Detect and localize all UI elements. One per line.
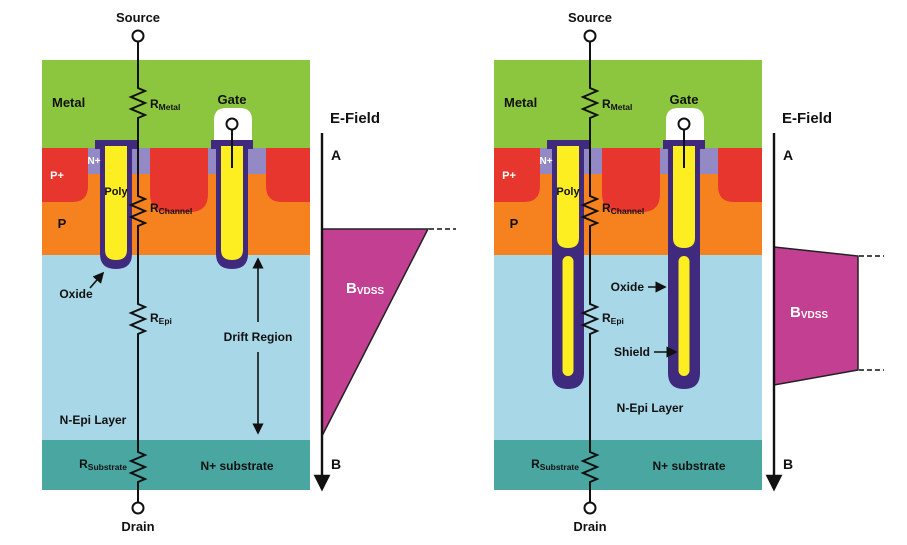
n-epi-label: N-Epi Layer — [60, 413, 127, 427]
r-metal-resistor — [580, 84, 600, 122]
r-channel-resistor — [580, 192, 600, 230]
efield-triangle — [321, 228, 430, 437]
trench-cap-left — [547, 140, 589, 149]
metal-label: Metal — [504, 95, 537, 110]
shield-electrode-left — [562, 256, 574, 376]
right-panel: Source Gate Metal RMetal N+ P+ Poly RCha… — [494, 10, 884, 534]
r-epi-resistor — [580, 300, 600, 338]
trench-cap-left — [95, 140, 137, 149]
p-plus-label: P+ — [50, 170, 64, 182]
r-epi-label: REpi — [602, 311, 624, 326]
r-channel-resistor — [128, 192, 148, 230]
left-panel: Source Gate Metal RMetal N+ P+ Poly RCha… — [42, 10, 456, 534]
drain-label: Drain — [573, 519, 606, 534]
r-epi-label: REpi — [150, 311, 172, 326]
left-device-cross-section: Source Gate Metal RMetal N+ P+ Poly RCha… — [42, 10, 310, 534]
substrate-region — [42, 440, 310, 490]
shield-label: Shield — [614, 345, 650, 359]
drift-region-label: Drift Region — [224, 330, 293, 344]
r-metal-label: RMetal — [602, 97, 632, 112]
n-epi-region — [494, 255, 762, 440]
p-plus-well-left — [494, 148, 540, 202]
p-plus-well-left — [42, 148, 88, 202]
trench-poly-gate — [673, 146, 695, 248]
r-substrate-resistor — [128, 448, 148, 486]
point-b-label: B — [783, 456, 793, 472]
r-metal-label: RMetal — [150, 97, 180, 112]
metal-layer — [494, 60, 762, 148]
n-plus-label: N+ — [539, 156, 552, 167]
gate-label: Gate — [218, 92, 247, 107]
oxide-label: Oxide — [611, 280, 645, 294]
oxide-pointer-arrow — [89, 271, 105, 289]
substrate-label: N+ substrate — [200, 459, 273, 473]
source-label: Source — [568, 10, 612, 25]
bvdss-label: BVDSS — [346, 280, 384, 297]
drain-terminal — [131, 501, 145, 515]
metal-label: Metal — [52, 95, 85, 110]
substrate-region — [494, 440, 762, 490]
substrate-label: N+ substrate — [652, 459, 725, 473]
n-epi-label: N-Epi Layer — [617, 401, 684, 415]
efield-title: E-Field — [782, 110, 832, 127]
oxide-label: Oxide — [59, 287, 93, 301]
p-plus-well-right — [718, 148, 762, 202]
p-plus-well-middle — [150, 148, 208, 212]
p-plus-label: P+ — [502, 170, 516, 182]
source-terminal — [131, 29, 145, 43]
right-device-cross-section: Source Gate Metal RMetal N+ P+ Poly RCha… — [494, 10, 762, 534]
r-substrate-resistor — [580, 448, 600, 486]
efield-title: E-Field — [330, 110, 380, 127]
poly-label: Poly — [104, 186, 128, 198]
point-a-label: A — [783, 147, 793, 163]
p-label: P — [510, 216, 519, 231]
p-plus-well-right — [266, 148, 310, 202]
gate-label: Gate — [670, 92, 699, 107]
r-epi-resistor — [128, 300, 148, 338]
r-substrate-label: RSubstrate — [531, 457, 579, 472]
r-substrate-label: RSubstrate — [79, 457, 127, 472]
shield-electrode-gate — [678, 256, 690, 376]
metal-layer — [42, 60, 310, 148]
p-label: P — [58, 216, 67, 231]
gate-terminal — [677, 117, 691, 131]
gate-terminal — [225, 117, 239, 131]
poly-label: Poly — [556, 186, 580, 198]
bvdss-label: BVDSS — [790, 304, 828, 321]
r-channel-label: RChannel — [602, 201, 644, 216]
source-label: Source — [116, 10, 160, 25]
right-efield-plot: E-Field A B BVDSS — [765, 110, 884, 492]
n-epi-region — [42, 255, 310, 440]
trench-poly-left — [105, 146, 127, 260]
drain-terminal — [583, 501, 597, 515]
n-plus-label: N+ — [87, 156, 100, 167]
trench-poly-left — [557, 146, 579, 248]
p-plus-well-middle — [602, 148, 660, 212]
source-terminal — [583, 29, 597, 43]
r-metal-resistor — [128, 84, 148, 122]
point-a-label: A — [331, 147, 341, 163]
left-efield-plot: E-Field A B BVDSS — [313, 110, 456, 492]
point-b-label: B — [331, 456, 341, 472]
trench-poly-gate — [221, 146, 243, 260]
drain-label: Drain — [121, 519, 154, 534]
r-channel-label: RChannel — [150, 201, 192, 216]
